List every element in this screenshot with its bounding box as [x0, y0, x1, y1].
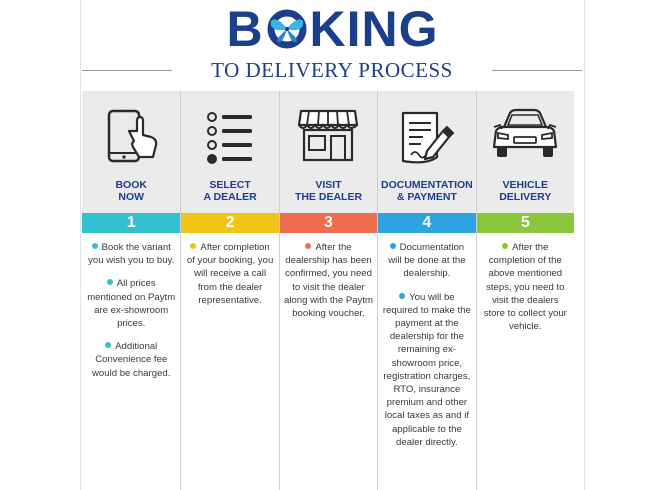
step-paragraph: All prices mentioned on Paytm are ex-sho…	[87, 278, 176, 330]
bullet-dot	[91, 243, 98, 249]
step-documentation-payment: DOCUMENTATION& PAYMENT 4 Documentation w…	[377, 91, 476, 490]
step-paragraph: After the dealership has been confirmed,…	[283, 242, 374, 320]
page-title: B KING	[0, 2, 665, 56]
step-number-bar: 5	[476, 213, 574, 233]
page-subtitle: TO DELIVERY PROCESS	[211, 58, 453, 82]
step-description: After the completion of the above mentio…	[481, 241, 570, 343]
frame-border-left	[80, 0, 81, 490]
subtitle-rule-left	[82, 70, 172, 71]
document-signing-icon	[397, 107, 457, 174]
checklist-icon	[202, 107, 258, 172]
step-number-bar: 3	[279, 213, 378, 233]
step-description: After completion of your booking, you wi…	[185, 241, 274, 317]
step-paragraph: Additional Convenience fee would be char…	[91, 341, 171, 379]
bullet-dot	[106, 279, 113, 286]
title-text-start: B	[226, 1, 264, 57]
step-description: Documentation will be done at the dealer…	[382, 241, 471, 459]
bullet-dot	[305, 243, 312, 249]
title-text-end: KING	[309, 1, 439, 57]
step-description: After the dealership has been confirmed,…	[284, 241, 373, 330]
bullet-dot	[399, 292, 406, 299]
tablet-tap-icon	[101, 107, 161, 174]
step-label: DOCUMENTATION& PAYMENT	[380, 179, 473, 203]
step-number-bar: 2	[181, 213, 279, 233]
step-description: Book the variant you wish you to buy. Al…	[86, 241, 176, 390]
step-number-bar: 1	[82, 213, 181, 233]
storefront-icon	[297, 107, 359, 168]
subtitle-row: TO DELIVERY PROCESS	[82, 58, 582, 82]
step-paragraph: You will be required to make the payment…	[382, 291, 471, 448]
car-icon	[490, 107, 560, 166]
bullet-dot	[389, 243, 396, 249]
step-paragraph: After the completion of the above mentio…	[483, 242, 567, 333]
booking-logo-icon	[265, 9, 309, 49]
step-number-bar: 4	[378, 213, 476, 233]
step-paragraph: Book the variant you wish you to buy.	[88, 242, 175, 267]
step-paragraph: Documentation will be done at the dealer…	[388, 242, 466, 280]
bullet-dot	[502, 243, 509, 249]
bullet-dot	[105, 342, 112, 349]
subtitle-rule-right	[492, 70, 582, 71]
step-paragraph: After completion of your booking, you wi…	[186, 242, 274, 306]
frame-border-right	[584, 0, 585, 490]
bullet-dot	[190, 243, 197, 249]
step-header: DOCUMENTATION& PAYMENT	[378, 91, 476, 213]
